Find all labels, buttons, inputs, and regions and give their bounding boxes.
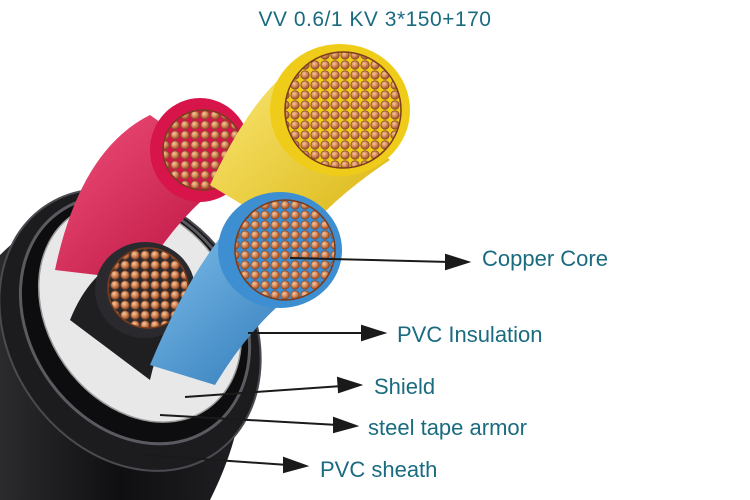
label-shield: Shield — [374, 374, 436, 399]
label-steel-tape-armor: steel tape armor — [368, 415, 527, 440]
arrow-shield — [184, 385, 343, 398]
label-copper-core: Copper Core — [482, 246, 608, 271]
blue-conductor — [234, 199, 336, 301]
yellow-conductor — [284, 51, 402, 169]
arrow-steel-tape-armor — [159, 414, 339, 426]
arrow-copper-core — [289, 257, 451, 263]
diagram-title: VV 0.6/1 KV 3*150+170 — [258, 8, 492, 31]
label-pvc-insulation: PVC Insulation — [397, 322, 543, 347]
arrow-pvc-sheath — [144, 454, 289, 466]
label-pvc-sheath: PVC sheath — [320, 457, 438, 482]
